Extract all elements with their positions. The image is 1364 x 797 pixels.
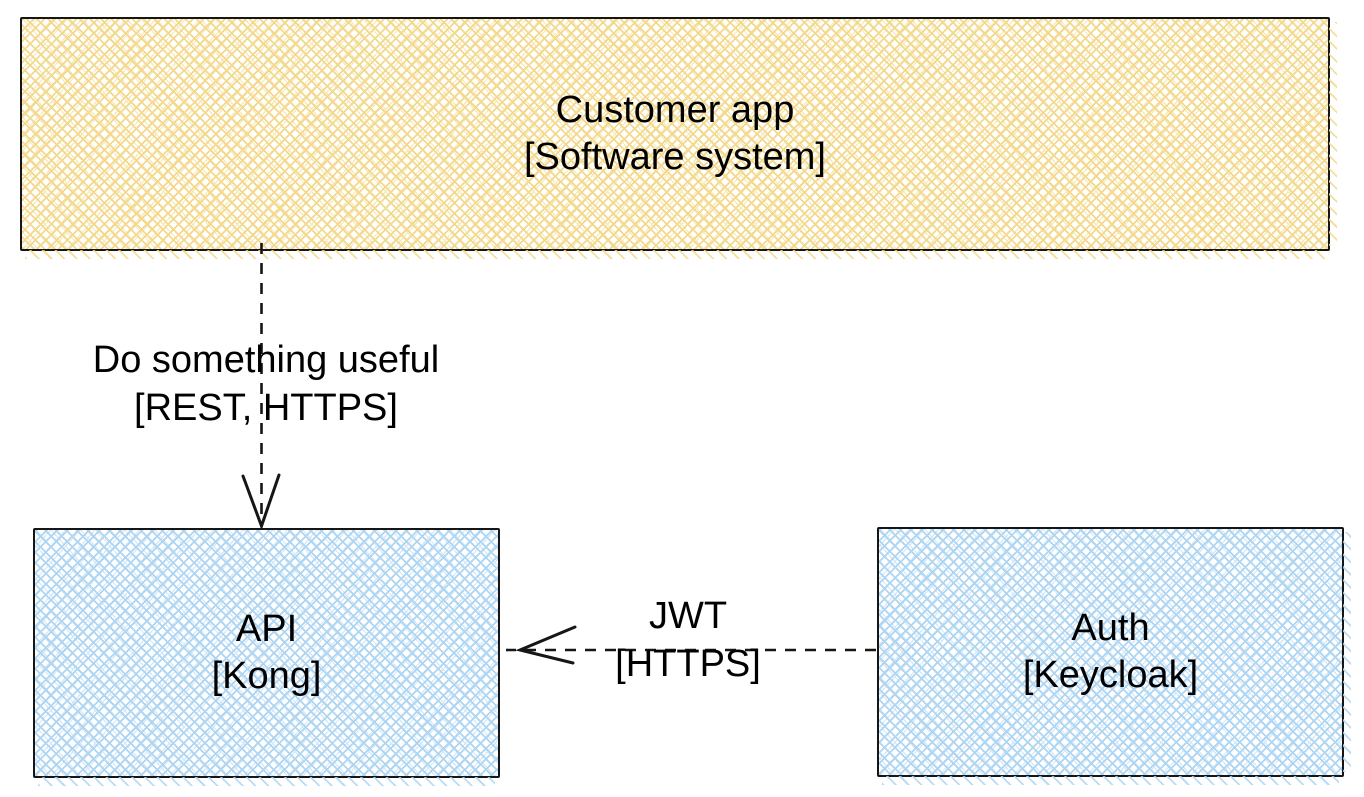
node-auth: Auth [Keycloak] — [877, 527, 1351, 785]
edge-label-auth-to-api: JWT [HTTPS] — [588, 592, 788, 688]
hatch-fringe — [1343, 532, 1351, 772]
hatch-fringe — [1329, 22, 1337, 246]
node-auth-subtitle: [Keycloak] — [1022, 654, 1199, 696]
edge-technology: [HTTPS] — [615, 643, 761, 685]
edge-label-customer-app-to-api: Do something useful [REST, HTTPS] — [56, 336, 476, 432]
hatch-fringe — [38, 777, 495, 786]
node-api-subtitle: [Kong] — [211, 655, 322, 697]
node-auth-title: Auth — [1071, 607, 1150, 649]
arrowhead-left-icon — [515, 625, 577, 665]
node-customer-app: Customer app [Software system] — [20, 17, 1337, 259]
node-customer-app-title: Customer app — [555, 89, 795, 131]
node-api-title: API — [235, 608, 298, 650]
edge-description: JWT — [648, 595, 728, 637]
hatch-fringe — [25, 250, 1325, 259]
edge-description: Do something useful — [92, 339, 440, 381]
arrowhead-down-icon — [241, 473, 281, 531]
node-api: API [Kong] — [33, 528, 500, 786]
hatch-fringe — [882, 776, 1339, 785]
node-customer-app-subtitle: [Software system] — [524, 136, 826, 178]
edge-technology: [REST, HTTPS] — [134, 387, 398, 429]
